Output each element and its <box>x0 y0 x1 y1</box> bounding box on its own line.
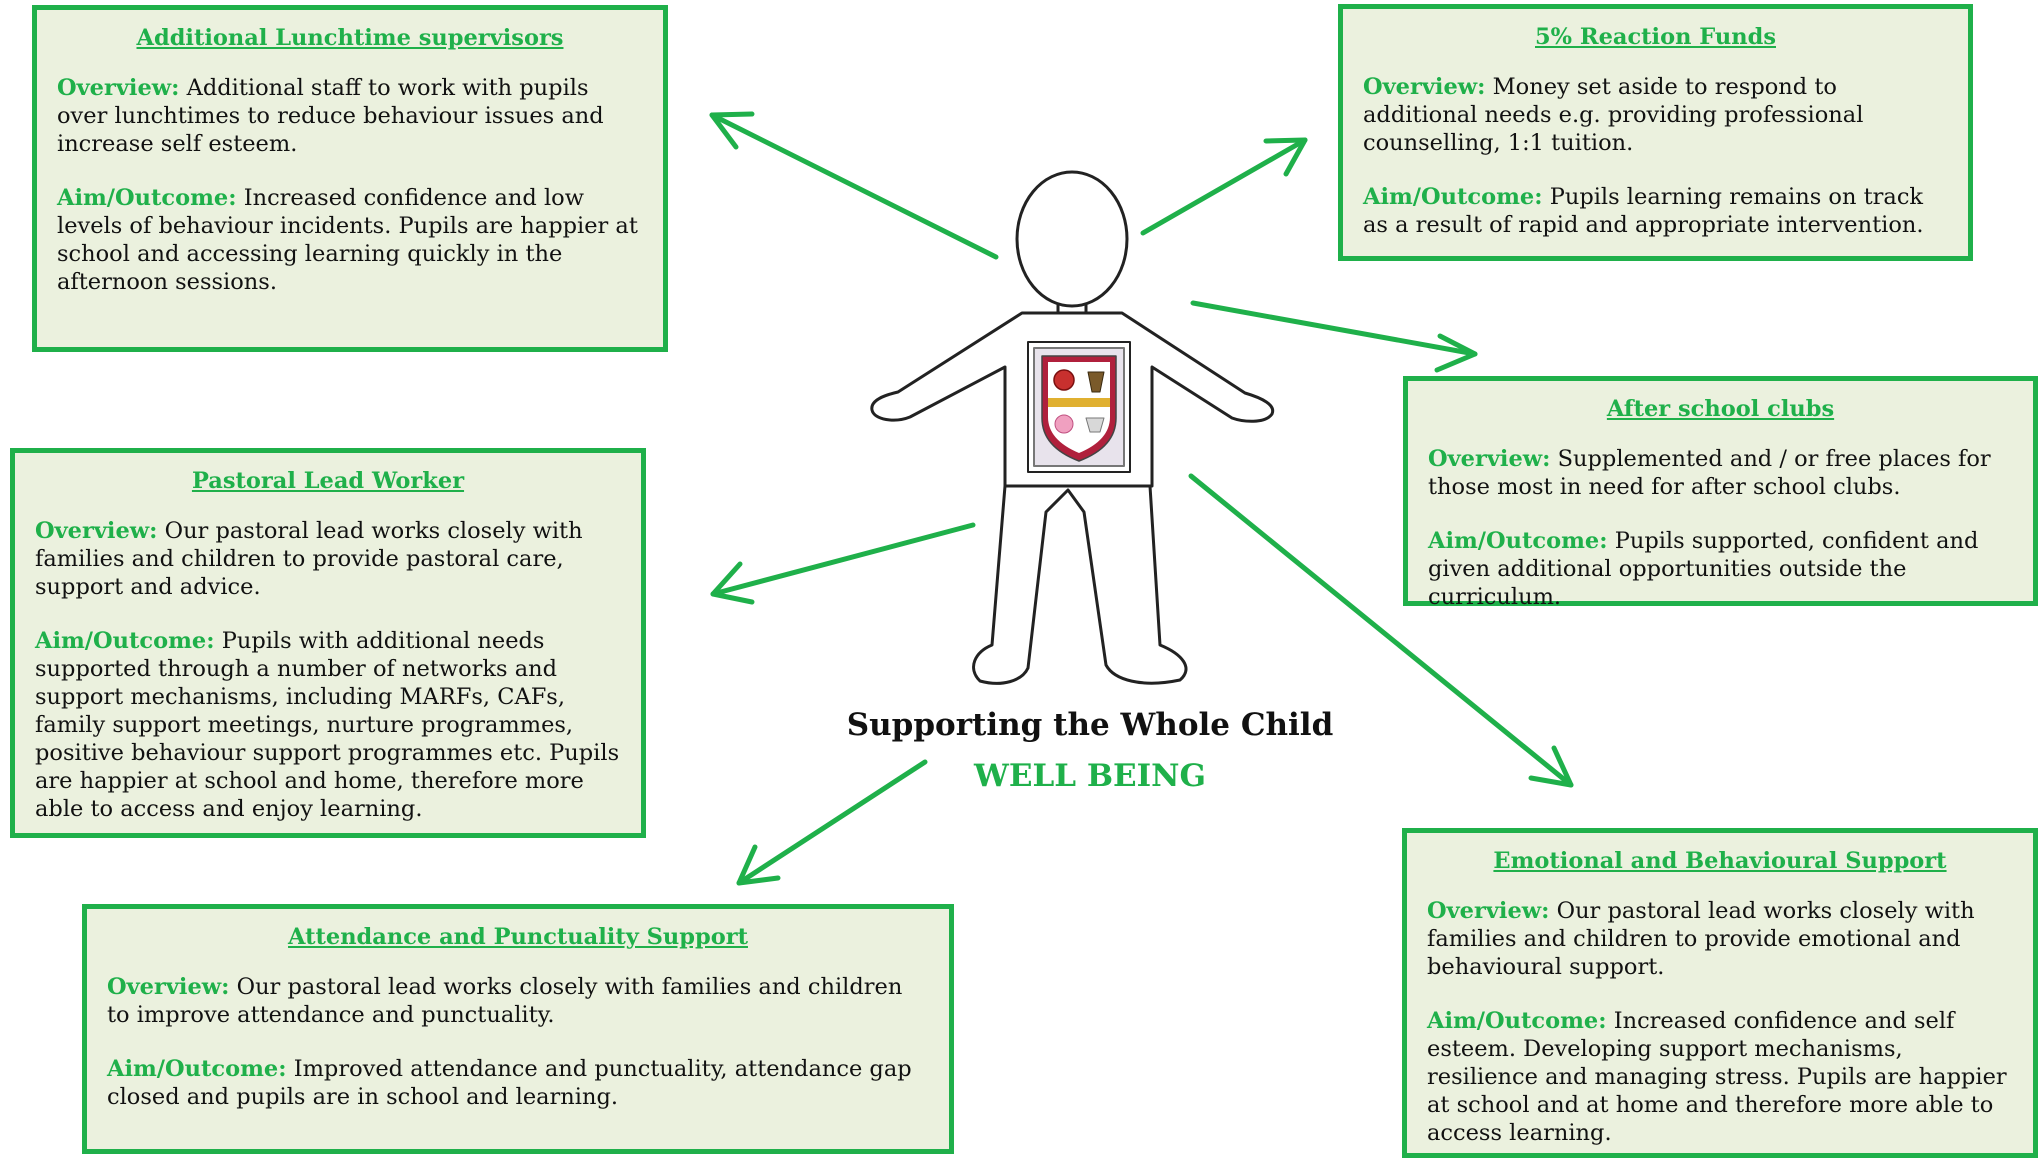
aim-label: Aim/Outcome: <box>1427 1008 1607 1034</box>
overview-label: Overview: <box>1427 898 1550 924</box>
emotional-behavioural-box: Emotional and Behavioural Support Overvi… <box>1402 828 2038 1158</box>
aim-text: Increased confidence and low levels of b… <box>57 185 638 295</box>
aim-text: Pupils with additional needs supported t… <box>35 628 620 822</box>
aim-text: Improved attendance and punctuality, att… <box>107 1056 912 1110</box>
head <box>1015 170 1129 308</box>
box-title: Pastoral Lead Worker <box>191 468 465 494</box>
overview-text: Our pastoral lead works closely with fam… <box>35 518 583 600</box>
overview-text: Our pastoral lead works closely with fam… <box>1427 898 1975 980</box>
overview-paragraph: Overview: Money set aside to respond to … <box>1363 73 1948 157</box>
center-title: Supporting the Whole Child <box>846 707 1334 743</box>
overview-label: Overview: <box>107 974 230 1000</box>
aim-text: Pupils supported, confident and given ad… <box>1428 528 1979 610</box>
box-title: Emotional and Behavioural Support <box>1493 848 1947 874</box>
child-figure <box>870 170 1275 685</box>
school-crest-icon <box>1027 341 1131 473</box>
aim-label: Aim/Outcome: <box>57 185 237 211</box>
pastoral-lead-worker-box: Pastoral Lead Worker Overview: Our pasto… <box>10 448 646 838</box>
aim-paragraph: Aim/Outcome: Pupils with additional need… <box>35 627 621 823</box>
overview-text: Supplemented and / or free places for th… <box>1428 446 1991 500</box>
arrow-to-reaction-funds <box>1140 137 1308 236</box>
arrow-to-pastoral <box>710 522 976 605</box>
legs <box>972 484 1188 685</box>
aim-paragraph: Aim/Outcome: Increased confidence and se… <box>1427 1007 2013 1147</box>
lunchtime-supervisors-box: Additional Lunchtime supervisors Overvie… <box>32 5 668 352</box>
overview-paragraph: Overview: Our pastoral lead works closel… <box>1427 897 2013 981</box>
overview-paragraph: Overview: Supplemented and / or free pla… <box>1428 445 2013 501</box>
attendance-punctuality-box: Attendance and Punctuality Support Overv… <box>82 904 954 1154</box>
overview-label: Overview: <box>1363 74 1486 100</box>
box-title: Additional Lunchtime supervisors <box>136 25 564 51</box>
overview-paragraph: Overview: Our pastoral lead works closel… <box>107 973 929 1029</box>
after-school-clubs-box: After school clubs Overview: Supplemente… <box>1403 376 2038 610</box>
aim-label: Aim/Outcome: <box>35 628 215 654</box>
overview-text: Money set aside to respond to additional… <box>1363 74 1864 156</box>
overview-paragraph: Overview: Additional staff to work with … <box>57 74 643 158</box>
box-title: 5% Reaction Funds <box>1535 24 1776 50</box>
overview-paragraph: Overview: Our pastoral lead works closel… <box>35 517 621 601</box>
reaction-funds-box: 5% Reaction Funds Overview: Money set as… <box>1338 4 1973 261</box>
aim-paragraph: Aim/Outcome: Pupils learning remains on … <box>1363 183 1948 239</box>
box-title: After school clubs <box>1606 396 1835 422</box>
arrow-to-emotional <box>1188 473 1574 788</box>
aim-label: Aim/Outcome: <box>1428 528 1608 554</box>
aim-text: Pupils learning remains on track as a re… <box>1363 184 1924 238</box>
arrow-to-after-school <box>1190 300 1478 373</box>
overview-label: Overview: <box>35 518 158 544</box>
aim-paragraph: Aim/Outcome: Improved attendance and pun… <box>107 1055 929 1111</box>
aim-paragraph: Aim/Outcome: Pupils supported, confident… <box>1428 527 2013 611</box>
overview-label: Overview: <box>1428 446 1551 472</box>
overview-text: Additional staff to work with pupils ove… <box>57 75 604 157</box>
aim-paragraph: Aim/Outcome: Increased confidence and lo… <box>57 184 643 296</box>
arrow-to-attendance <box>736 759 928 886</box>
overview-text: Our pastoral lead works closely with fam… <box>107 974 903 1028</box>
box-title: Attendance and Punctuality Support <box>288 924 748 950</box>
aim-label: Aim/Outcome: <box>107 1056 287 1082</box>
arrow-to-lunchtime <box>709 111 999 260</box>
center-subtitle: WELL BEING <box>974 758 1206 794</box>
aim-label: Aim/Outcome: <box>1363 184 1543 210</box>
overview-label: Overview: <box>57 75 180 101</box>
aim-text: Increased confidence and self esteem. De… <box>1427 1008 2007 1146</box>
